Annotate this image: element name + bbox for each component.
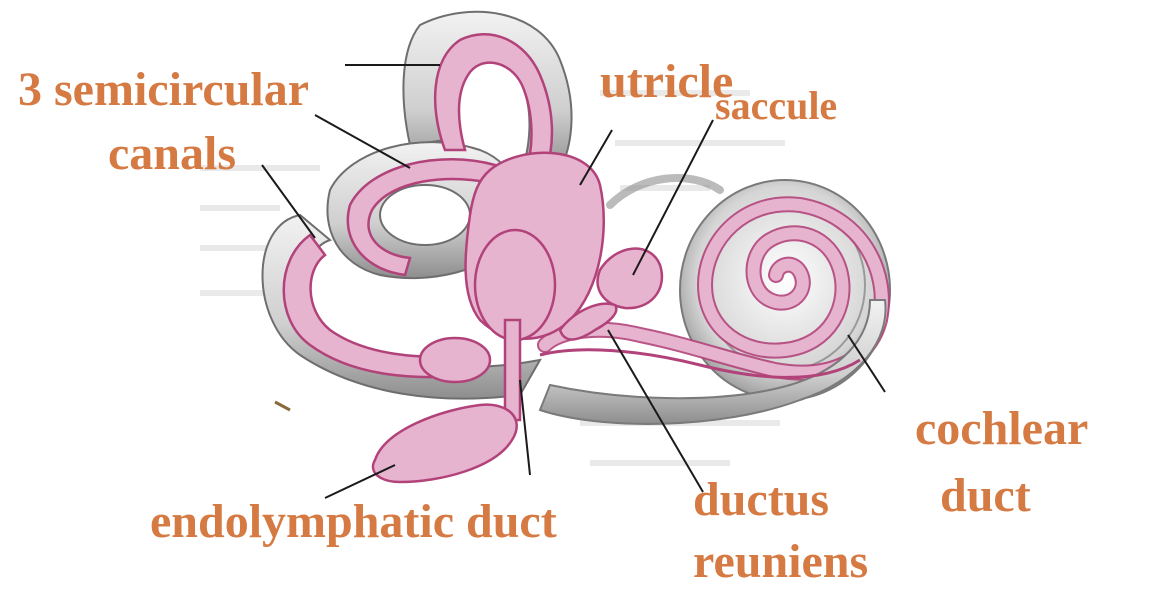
leader-endolymphatic-stem bbox=[519, 379, 531, 476]
label-semicircular-canals-line1: 3 semicircular bbox=[18, 63, 310, 116]
stray-mark bbox=[274, 400, 291, 412]
cochlear-duct-lower bbox=[539, 348, 861, 379]
label-ductus-reuniens-line1: ductus bbox=[693, 473, 830, 526]
leader-semicircular-3 bbox=[261, 164, 316, 239]
label-saccule: saccule bbox=[715, 83, 838, 128]
lateral-canal bbox=[346, 158, 502, 277]
label-cochlear-duct-line1: cochlear bbox=[915, 402, 1089, 455]
label-ductus-reuniens-line2: reuniens bbox=[693, 535, 869, 588]
leader-cochlear bbox=[847, 334, 886, 393]
leader-utricle bbox=[579, 129, 613, 186]
leader-lines bbox=[261, 64, 886, 499]
cochlea-base-bone bbox=[538, 299, 887, 425]
saccule-body bbox=[596, 247, 663, 310]
leader-endolymphatic bbox=[324, 464, 396, 499]
membranous-labyrinth bbox=[282, 32, 663, 484]
leader-semicircular-2 bbox=[314, 114, 411, 169]
endolymphatic-sac bbox=[371, 403, 518, 484]
label-cochlear-duct-line2: duct bbox=[940, 469, 1031, 522]
leader-saccule bbox=[632, 119, 714, 276]
leader-ductus-reuniens bbox=[607, 329, 704, 493]
label-semicircular-canals-line2: canals bbox=[108, 127, 237, 180]
label-utricle: utricle bbox=[600, 55, 734, 108]
label-endolymphatic-duct: endolymphatic duct bbox=[150, 495, 557, 548]
endolymphatic-duct-tube bbox=[503, 318, 522, 422]
ductus-reuniens bbox=[558, 302, 618, 341]
ampulla-posterior bbox=[418, 336, 492, 384]
